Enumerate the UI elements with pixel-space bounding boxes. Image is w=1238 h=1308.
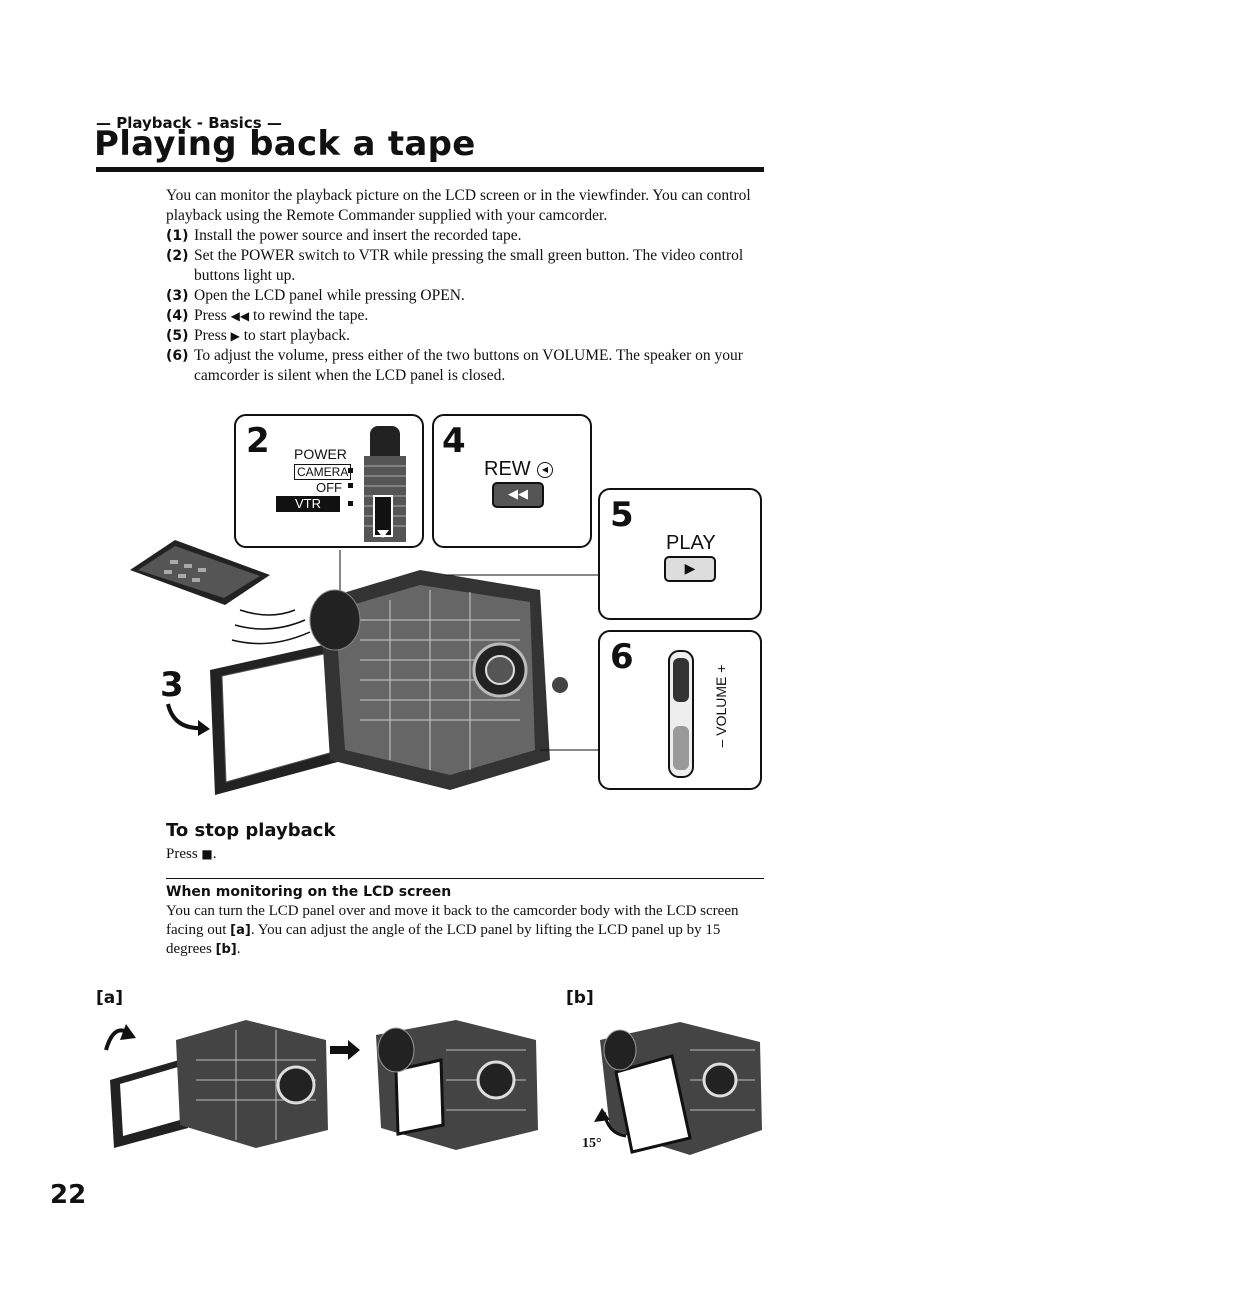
step-3: (3) Open the LCD panel while pressing OPE… — [166, 286, 766, 306]
camcorder-body-icon — [309, 570, 568, 790]
section-label: — Playback - Basics — — [96, 114, 282, 132]
panel-rewind: 4 REW ◀ ◀◀ — [432, 414, 592, 548]
indicator-dot — [348, 468, 353, 473]
page-title: Playing back a tape — [94, 124, 476, 164]
panel-number: 4 — [442, 421, 466, 461]
figure-b-illustration — [594, 1022, 762, 1155]
step-text: Open the LCD panel while pressing OPEN. — [194, 287, 465, 304]
lcd-panel-icon — [210, 640, 345, 795]
step-number: (3) — [166, 288, 189, 304]
vtr-mode-label: VTR — [276, 496, 340, 512]
stop-icon: ■ — [201, 847, 213, 861]
callout-3-number: 3 — [160, 665, 184, 705]
camcorder-closed-icon — [376, 1020, 538, 1150]
step-number: (5) — [166, 328, 189, 344]
step-number: (6) — [166, 348, 189, 364]
step-text: Install the power source and insert the … — [194, 227, 522, 244]
rewind-icon: ◀◀ — [508, 487, 528, 502]
curved-arrow-icon — [166, 703, 210, 736]
panel-number: 6 — [610, 637, 634, 677]
rewind-button[interactable]: ◀◀ — [492, 482, 544, 508]
play-label: PLAY — [666, 532, 716, 554]
remote-sensor-icon: ◀ — [537, 462, 553, 478]
step-text-pre: Press — [194, 307, 227, 324]
power-switch-icon — [364, 426, 406, 542]
figure-a-label: [a] — [96, 988, 124, 1008]
volume-button[interactable] — [668, 650, 694, 778]
steps-list: (1) Install the power source and insert t… — [166, 226, 766, 386]
figure-ref-b: [b] — [215, 942, 237, 957]
step-text: To adjust the volume, press either of th… — [194, 347, 743, 384]
volume-up-key[interactable] — [673, 658, 689, 702]
step-text: Set the POWER switch to VTR while pressi… — [194, 247, 744, 284]
play-button[interactable]: ▶ — [664, 556, 716, 582]
rewind-label: REW — [484, 458, 531, 480]
camera-mode-label: CAMERA — [294, 464, 352, 480]
figure-ref-a: [a] — [230, 923, 251, 938]
step-text-post: to rewind the tape. — [252, 307, 369, 324]
step-number: (1) — [166, 228, 189, 244]
step-number: (2) — [166, 248, 189, 264]
step-6: (6) To adjust the volume, press either of… — [166, 346, 766, 386]
step-1: (1) Install the power source and insert t… — [166, 226, 766, 246]
step-number: (4) — [166, 308, 189, 324]
note-heading: When monitoring on the LCD screen — [166, 884, 452, 900]
volume-down-key[interactable] — [673, 726, 689, 770]
figure-b-label: [b] — [566, 988, 594, 1008]
indicator-dot — [348, 501, 353, 506]
angle-label: 15° — [582, 1136, 602, 1151]
panel-number: 2 — [246, 421, 270, 461]
camcorder-lcd-out-icon — [110, 1020, 328, 1148]
page-number: 22 — [50, 1180, 87, 1210]
arrow-right-icon — [330, 1040, 360, 1060]
step-2: (2) Set the POWER switch to VTR while pre… — [166, 246, 766, 286]
indicator-dot — [348, 483, 353, 488]
note-text: . — [236, 941, 241, 957]
title-rule — [96, 167, 764, 172]
step-4: (4) Press ◀◀ to rewind the tape. — [166, 306, 766, 326]
play-icon: ▶ — [684, 561, 696, 577]
remote-commander-icon — [130, 540, 311, 645]
note-text: . You can adjust the angle of the LCD pa… — [166, 922, 721, 957]
panel-play: 5 PLAY ▶ — [598, 488, 762, 620]
camcorder-illustration — [130, 540, 600, 795]
stop-heading: To stop playback — [166, 820, 336, 841]
power-label: POWER — [294, 446, 347, 462]
note-text: You can turn the LCD panel over and move… — [166, 903, 739, 938]
off-mode-label: OFF — [316, 480, 342, 495]
figure-a-illustration — [104, 1020, 538, 1150]
step-5: (5) Press ▶ to start playback. — [166, 326, 766, 346]
volume-label: – VOLUME + — [713, 664, 729, 748]
stop-press-text: Press — [166, 846, 198, 862]
rewind-icon: ◀◀ — [230, 309, 250, 323]
step-text-post: to start playback. — [243, 327, 351, 344]
intro-paragraph: You can monitor the playback picture on … — [166, 187, 751, 224]
play-icon: ▶ — [230, 329, 240, 343]
panel-number: 5 — [610, 495, 634, 535]
stop-instruction: Press ■. — [166, 846, 217, 862]
camcorder-tilted-icon — [600, 1022, 762, 1155]
note-rule — [166, 878, 764, 879]
panel-power-switch: 2 POWER CAMERA OFF VTR — [234, 414, 424, 548]
panel-volume: 6 – VOLUME + — [598, 630, 762, 790]
step-text-pre: Press — [194, 327, 227, 344]
note-body: You can turn the LCD panel over and move… — [166, 902, 766, 959]
